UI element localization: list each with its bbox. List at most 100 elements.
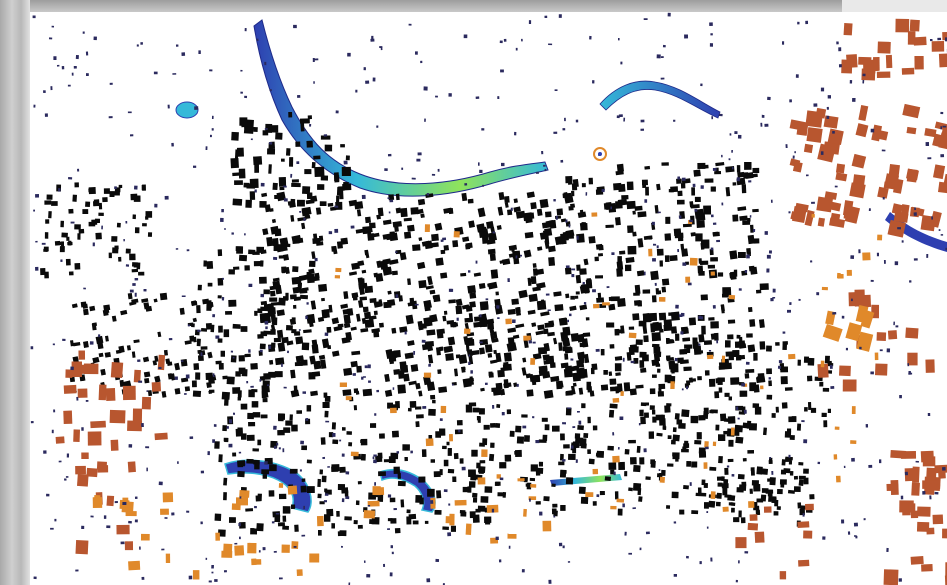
- building-black: [633, 292, 640, 296]
- building-dark: [293, 24, 297, 29]
- building-orange: [851, 406, 856, 415]
- building-dark: [468, 354, 471, 357]
- building-black: [290, 215, 295, 222]
- building-black: [621, 194, 629, 200]
- building-dark: [500, 69, 504, 73]
- building-black: [628, 487, 633, 492]
- building-black: [305, 199, 315, 205]
- building-black: [277, 342, 286, 352]
- building-black: [657, 368, 661, 373]
- building-dark: [361, 194, 366, 199]
- building-black: [482, 304, 489, 309]
- building-brown: [846, 54, 858, 68]
- building-dark: [851, 457, 855, 462]
- building-dark: [324, 332, 329, 337]
- building-black: [766, 394, 773, 400]
- building-black: [114, 191, 120, 196]
- building-brown: [876, 71, 891, 79]
- building-black: [528, 293, 538, 303]
- building-black: [750, 467, 755, 471]
- building-black: [562, 318, 566, 325]
- building-black: [581, 183, 586, 188]
- city-footprint-map[interactable]: [30, 12, 947, 585]
- building-dark: [238, 451, 242, 454]
- building-black: [237, 460, 246, 466]
- building-black: [438, 386, 448, 393]
- building-black: [691, 187, 696, 196]
- building-dark: [622, 503, 625, 508]
- building-black: [245, 199, 252, 208]
- building-dark: [58, 188, 61, 192]
- building-brown: [885, 54, 893, 69]
- building-dark: [388, 211, 391, 214]
- building-brown: [851, 153, 867, 169]
- building-black: [131, 268, 139, 273]
- building-black: [636, 270, 645, 277]
- building-black: [455, 305, 463, 315]
- building-black: [453, 452, 459, 460]
- building-black: [529, 477, 536, 482]
- building-brown: [141, 396, 152, 410]
- building-dark: [254, 189, 257, 193]
- building-black: [306, 459, 312, 464]
- building-black: [513, 382, 518, 388]
- building-black: [267, 148, 276, 155]
- building-dark: [376, 125, 379, 128]
- building-black: [469, 292, 477, 299]
- building-black: [387, 402, 394, 409]
- building-black: [108, 252, 112, 259]
- building-black: [662, 426, 667, 430]
- map-canvas[interactable]: [30, 12, 947, 585]
- building-black: [544, 240, 550, 249]
- building-brown: [803, 143, 814, 154]
- building-black: [688, 377, 694, 383]
- building-black: [429, 289, 436, 295]
- building-black: [824, 355, 830, 364]
- building-black: [230, 355, 237, 363]
- building-black: [656, 432, 663, 437]
- building-black: [633, 357, 639, 364]
- building-dark: [708, 349, 712, 352]
- building-dark: [619, 416, 624, 421]
- building-black: [615, 217, 621, 226]
- building-black: [311, 161, 316, 169]
- building-black: [433, 471, 441, 478]
- building-black: [535, 330, 545, 336]
- building-black: [721, 476, 725, 482]
- building-black: [237, 390, 242, 398]
- building-black: [477, 416, 481, 423]
- building-black: [436, 328, 445, 335]
- building-black: [311, 251, 316, 260]
- building-black: [642, 181, 647, 188]
- building-black: [207, 351, 213, 359]
- building-black: [732, 350, 740, 358]
- building-dark: [211, 571, 214, 574]
- building-dark: [200, 352, 203, 357]
- building-dark: [420, 60, 423, 64]
- building-black: [407, 407, 412, 412]
- building-black: [397, 370, 405, 379]
- building-black: [640, 367, 647, 373]
- building-dark: [938, 229, 941, 231]
- building-dark: [562, 422, 567, 425]
- building-dark: [244, 28, 247, 32]
- building-black: [161, 391, 167, 398]
- building-dark: [681, 177, 686, 181]
- building-black: [250, 528, 258, 535]
- building-dark: [582, 281, 585, 285]
- building-dark: [209, 134, 212, 138]
- building-black: [276, 309, 285, 317]
- building-black: [748, 265, 755, 272]
- building-black: [552, 503, 558, 508]
- building-black: [259, 315, 264, 323]
- building-black: [724, 494, 732, 498]
- building-black: [578, 387, 584, 395]
- building-black: [658, 383, 666, 390]
- building-black: [718, 387, 723, 393]
- building-black: [708, 500, 716, 508]
- building-black: [709, 409, 714, 414]
- building-dark: [485, 298, 489, 301]
- building-dark: [772, 288, 776, 293]
- building-black: [254, 310, 258, 316]
- building-dark: [686, 555, 689, 559]
